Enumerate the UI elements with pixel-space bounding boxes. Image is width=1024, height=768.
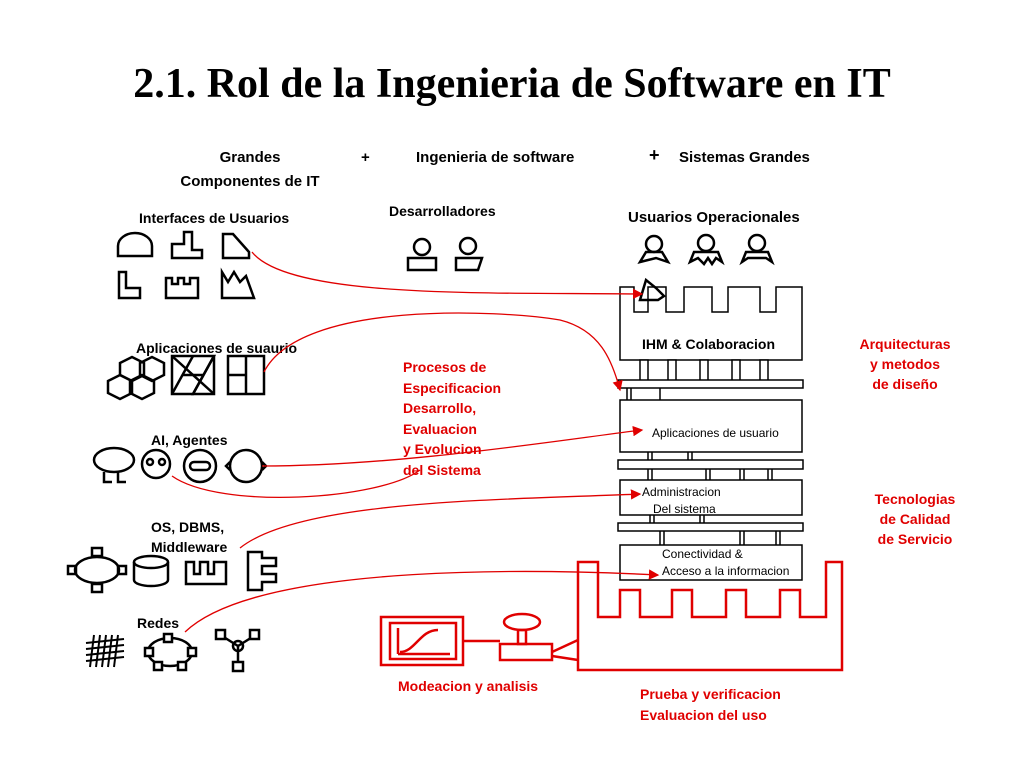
- label-aplicaciones-suaurio: Aplicaciones de suaurio: [136, 340, 298, 356]
- stack-ihm-label: IHM & Colaboracion: [642, 336, 776, 352]
- tecnologias-line: de Calidad: [879, 511, 951, 527]
- stack-aplicaciones-label: Aplicaciones de usuario: [652, 426, 779, 440]
- header-ingenieria: Ingenieria de software: [416, 149, 575, 166]
- connector-arrows: [171, 251, 660, 633]
- stack-admin-label: Administracion: [642, 485, 721, 499]
- modeling-analysis-icon: [379, 612, 579, 667]
- application-icons: [106, 354, 266, 401]
- stack-admin-label-2: Del sistema: [653, 502, 716, 516]
- header-componentes: Componentes de IT: [180, 173, 320, 190]
- header-sistemas: Sistemas Grandes: [679, 149, 810, 166]
- label-ai-agentes: AI, Agentes: [151, 432, 228, 448]
- procesos-line: Especificacion: [403, 379, 502, 396]
- procesos-line: Desarrollo,: [403, 400, 477, 416]
- label-interfaces: Interfaces de Usuarios: [139, 210, 290, 226]
- header-grandes: Grandes: [219, 149, 281, 166]
- label-evaluacion-uso: Evaluacion del uso: [640, 707, 767, 723]
- stack-admin-block: [619, 479, 803, 516]
- interface-icons: [116, 230, 256, 300]
- label-usuarios-operacionales: Usuarios Operacionales: [628, 209, 800, 226]
- tecnologias-text: Tecnologias de Calidad de Servicio: [850, 489, 980, 549]
- label-desarrolladores: Desarrolladores: [389, 203, 496, 219]
- stack-aplicaciones-block: [619, 399, 803, 453]
- procesos-line: del Sistema: [403, 461, 481, 478]
- developer-icons: [406, 236, 484, 272]
- slide-title: 2.1. Rol de la Ingenieria de Software en…: [133, 61, 891, 107]
- procesos-line: Procesos de: [403, 359, 487, 375]
- arquitecturas-line: de diseño: [872, 376, 938, 392]
- os-dbms-icons: [66, 546, 278, 594]
- label-prueba: Prueba y verificacion: [640, 686, 781, 702]
- label-middleware: Middleware: [151, 539, 228, 555]
- arquitecturas-line: Arquitecturas: [859, 336, 951, 352]
- label-redes: Redes: [137, 615, 180, 631]
- stack-conect-label-2: Acceso a la informacion: [662, 564, 790, 578]
- stack-conect-label: Conectividad &: [662, 547, 743, 561]
- tecnologias-line: de Servicio: [877, 531, 953, 547]
- prueba-frame: [576, 560, 844, 672]
- ai-agent-icons: [92, 446, 268, 484]
- arquitecturas-text: Arquitecturas y metodos de diseño: [840, 334, 970, 394]
- header-plus-2: +: [649, 145, 660, 165]
- stack-ihm-block: [619, 286, 803, 361]
- network-icons: [85, 628, 261, 673]
- operational-users-icons: [637, 233, 775, 302]
- label-modeacion: Modeacion y analisis: [398, 678, 539, 694]
- header-plus-1: +: [361, 149, 370, 166]
- tecnologias-line: Tecnologias: [874, 491, 956, 507]
- procesos-line: Evaluacion: [403, 420, 477, 437]
- arquitecturas-line: y metodos: [869, 356, 940, 372]
- label-os-dbms: OS, DBMS,: [151, 519, 225, 535]
